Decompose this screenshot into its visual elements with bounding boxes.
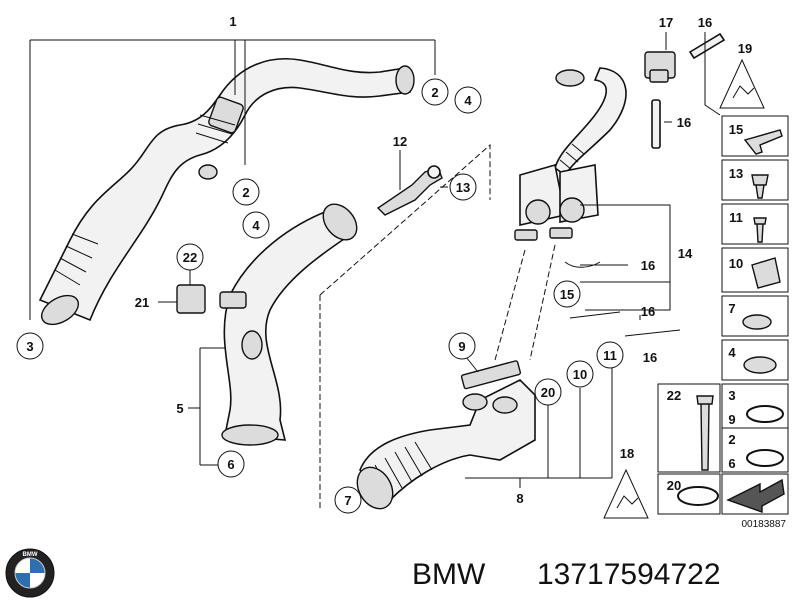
- callout-labels: 1 2 4 2 4 3 22 21 5 6 12 13 9 7 8 20 10 …: [16, 14, 752, 514]
- callout-16-mid: 16: [677, 115, 691, 130]
- callout-22: 22: [183, 250, 197, 265]
- callout-10: 10: [573, 367, 587, 382]
- brand-name: BMW: [412, 558, 486, 591]
- legend-15: 15: [729, 122, 743, 137]
- callout-4-lower: 4: [252, 218, 260, 233]
- callout-6: 6: [227, 457, 234, 472]
- legend-6: 6: [728, 456, 735, 471]
- callout-16-a: 16: [641, 258, 655, 273]
- callout-16-top: 16: [698, 15, 712, 30]
- callout-19: 19: [738, 41, 752, 56]
- callout-2-upper: 2: [431, 85, 438, 100]
- legend-20: 20: [667, 478, 681, 493]
- charge-air-hose-middle: [219, 203, 358, 446]
- valve-part: [644, 32, 726, 149]
- legend-2: 2: [728, 432, 735, 447]
- clip-part: [176, 284, 206, 314]
- diagram-reference: 00183887: [742, 519, 787, 530]
- legend-column-bottom: [657, 383, 721, 515]
- legend-4: 4: [728, 345, 736, 360]
- legend-7: 7: [728, 301, 735, 316]
- legend-22: 22: [667, 388, 681, 403]
- callout-12: 12: [393, 134, 407, 149]
- callout-20: 20: [541, 385, 555, 400]
- callout-16-b: 16: [641, 304, 655, 319]
- callout-4-upper: 4: [464, 93, 472, 108]
- callout-3: 3: [26, 339, 33, 354]
- warning-triangle-19: [719, 58, 765, 109]
- callout-11: 11: [603, 348, 617, 363]
- callout-21: 21: [135, 295, 149, 310]
- legend-13: 13: [729, 166, 743, 181]
- legend-column-right: [721, 115, 789, 515]
- callout-9: 9: [458, 339, 465, 354]
- bracket-part: [376, 165, 443, 216]
- legend-3: 3: [728, 388, 735, 403]
- callout-18: 18: [620, 446, 634, 461]
- legend-9: 9: [728, 412, 735, 427]
- hose-assembly-right: [514, 67, 627, 241]
- callout-7: 7: [344, 493, 351, 508]
- bmw-logo: BMW: [5, 548, 55, 598]
- legend-11: 11: [729, 210, 743, 225]
- callout-14: 14: [678, 246, 693, 261]
- charge-pipe-lower: [356, 360, 536, 510]
- callout-16-c: 16: [643, 350, 657, 365]
- warning-triangle-18: [603, 468, 649, 519]
- callout-2-lower: 2: [242, 185, 249, 200]
- legend-10: 10: [729, 256, 743, 271]
- callout-13: 13: [456, 180, 470, 195]
- callout-5: 5: [176, 401, 183, 416]
- callout-15: 15: [560, 287, 574, 302]
- legend-labels: 15 13 11 10 7 4 3 9 2 6 22 20: [667, 122, 743, 493]
- callout-8: 8: [516, 491, 523, 506]
- part-number: 13717594722: [537, 558, 721, 591]
- callout-17: 17: [659, 15, 673, 30]
- callout-1: 1: [229, 14, 236, 29]
- charge-air-hose-upper: [38, 58, 415, 326]
- logo-lettering: BMW: [23, 552, 38, 558]
